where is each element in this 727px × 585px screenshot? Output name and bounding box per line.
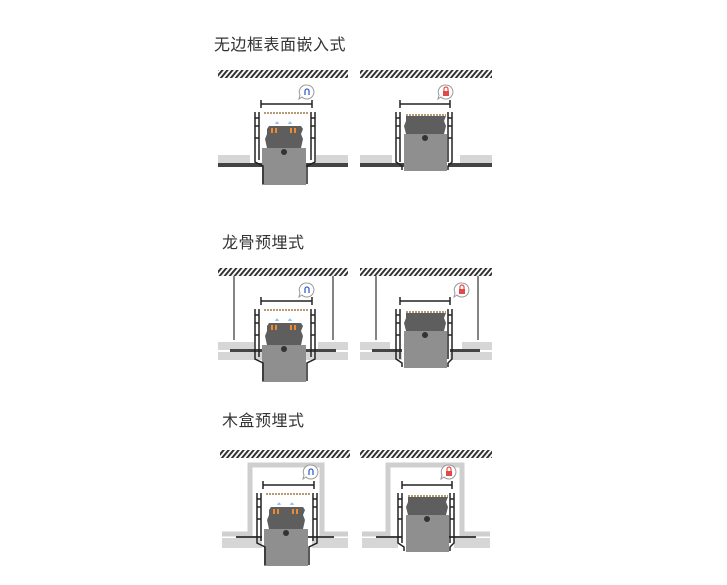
fixture-open [254, 296, 316, 383]
lock-icon [453, 282, 470, 298]
section-title-keel-embedded: 龙骨预埋式 [222, 233, 305, 252]
section-title-surface-mount: 无边框表面嵌入式 [214, 35, 347, 54]
wood-box-frame [222, 462, 490, 537]
fixture-closed [395, 99, 453, 172]
ceiling-hatch [360, 70, 492, 78]
fixture-closed [397, 480, 455, 553]
fixture-closed [395, 296, 453, 369]
ceiling-hatch [360, 450, 492, 458]
ceiling-hatch [360, 268, 492, 276]
fixture-open [254, 99, 316, 186]
unlock-icon [298, 84, 315, 100]
ceiling-slabs [222, 536, 490, 548]
surface-mount-section [218, 70, 492, 186]
ceiling-slabs [218, 342, 492, 360]
keel-embedded-section [218, 268, 492, 383]
wood-box-embedded-section [220, 450, 492, 567]
ceiling-hatch [218, 268, 348, 276]
lock-icon [440, 464, 457, 480]
ceiling-hatch [218, 70, 348, 78]
lock-icon [437, 84, 454, 100]
fixture-open [256, 480, 318, 567]
ceiling-slabs [218, 155, 492, 167]
section-title-wood-box-embedded: 木盒预埋式 [222, 411, 305, 430]
ceiling-hatch [220, 450, 350, 458]
unlock-icon [302, 464, 319, 480]
unlock-icon [298, 282, 315, 298]
suspension-rods [233, 276, 479, 340]
